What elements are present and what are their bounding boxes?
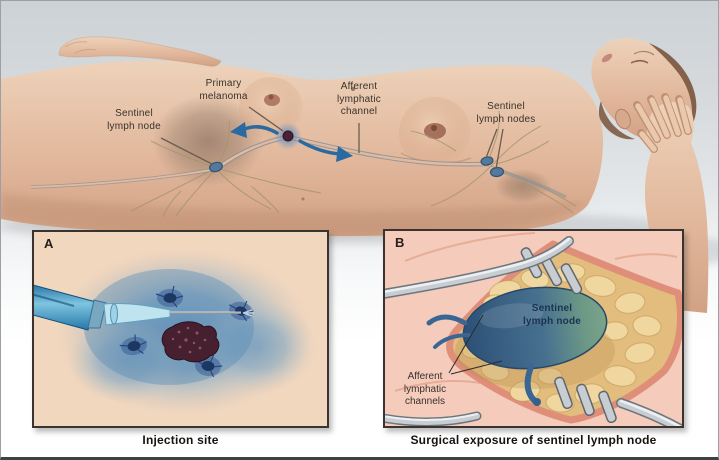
lymph-flow-arrows (230, 122, 353, 162)
panel-b-surgical-exposure: B Sentinel lymph node Afferent lymphatic… (383, 229, 684, 428)
groin-sentinel-node (209, 161, 223, 173)
afferent-channel (30, 134, 567, 199)
panel-b-letter: B (395, 235, 405, 250)
label-afferent-lymphatic-channels: Afferent lymphatic channels (403, 371, 447, 407)
injection-marks (119, 285, 254, 378)
panel-a-injection-site: A (32, 230, 329, 428)
panel-a-letter: A (44, 236, 54, 251)
label-pointer-lines (160, 106, 504, 170)
retractors (385, 236, 682, 426)
panel-a-caption: Injection site (142, 433, 219, 447)
surgery-illustration (385, 232, 682, 426)
label-primary-melanoma: Primary melanoma (199, 78, 248, 102)
label-sentinel-lymph-nodes: Sentinel lymph nodes (476, 101, 536, 125)
label-afferent-lymphatic-channel: Afferent lymphatic channel (336, 81, 382, 117)
label-sentinel-lymph-node-panel-b: Sentinel lymph node (522, 303, 582, 327)
melanoma-lesion (161, 321, 220, 363)
panel-b-caption: Surgical exposure of sentinel lymph node (410, 433, 657, 447)
axillary-sentinel-node-2 (489, 166, 505, 178)
primary-melanoma-spot (282, 130, 294, 142)
panel-b-pointer-lines (448, 314, 503, 375)
label-sentinel-lymph-node: Sentinel lymph node (107, 108, 161, 132)
syringe (34, 284, 254, 331)
injection-illustration (34, 248, 317, 416)
